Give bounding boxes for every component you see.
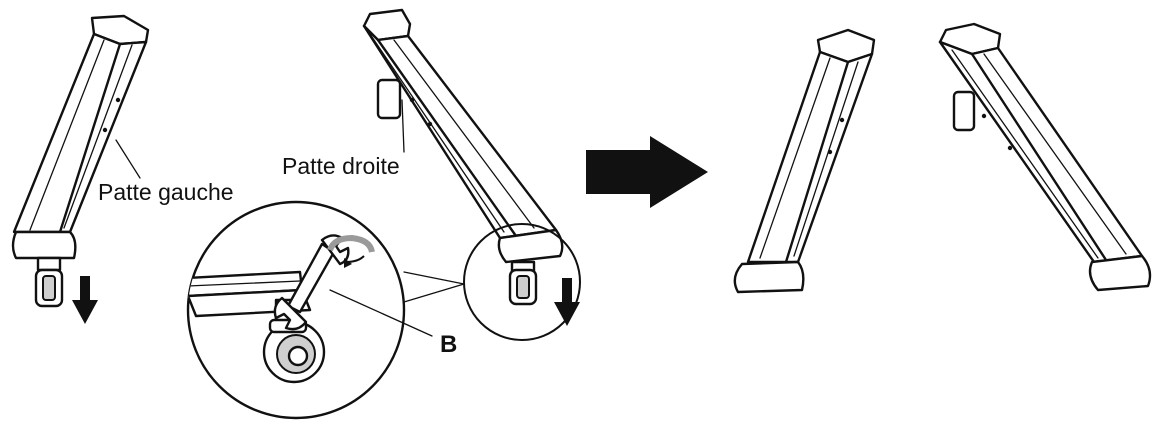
right-leg-leader (402, 100, 404, 152)
arrow-down-icon (72, 276, 98, 324)
zoom-line (404, 284, 464, 302)
right-leg-label: Patte droite (282, 153, 400, 179)
arrow-right-icon (586, 136, 708, 208)
wrench-detail-circle (186, 202, 404, 418)
arrow-down-icon (554, 278, 580, 326)
left-leg (13, 16, 148, 306)
left-leg-label: Patte gauche (98, 179, 234, 205)
result-leg-right (940, 24, 1150, 290)
result-leg-left (735, 30, 874, 292)
left-leg-leader (116, 140, 140, 178)
zoom-line (404, 272, 464, 284)
part-b-label: B (440, 331, 457, 358)
